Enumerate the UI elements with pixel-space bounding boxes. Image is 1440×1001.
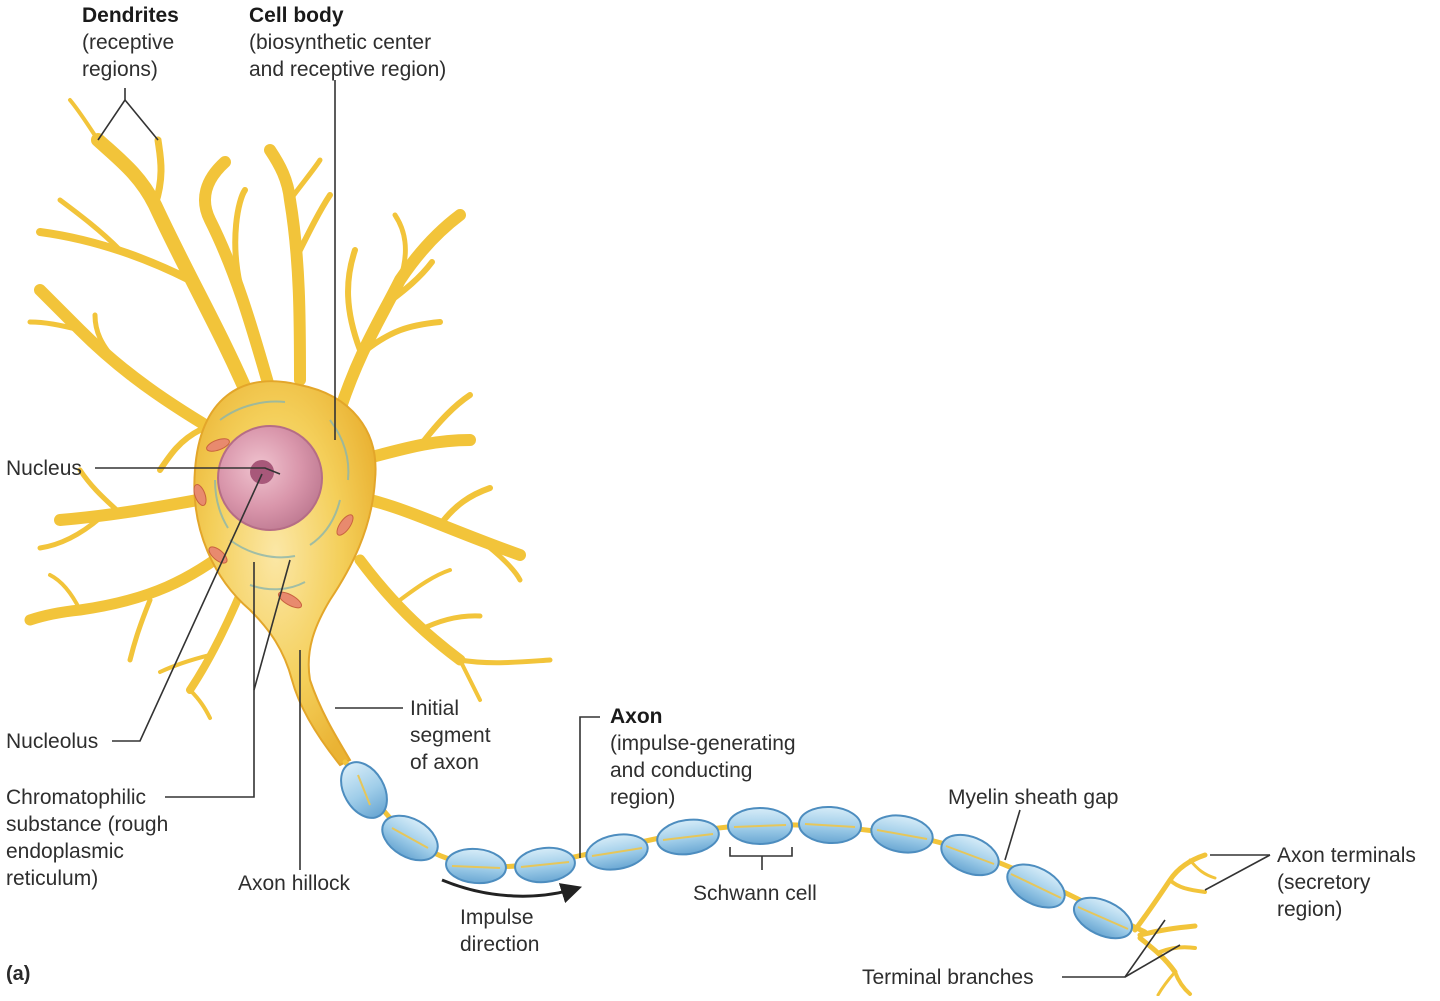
label-initial-segment: Initial segment of axon xyxy=(410,697,491,774)
schwann-cell xyxy=(1006,863,1066,909)
label-dendrites: Dendrites (receptive regions) xyxy=(82,4,179,81)
label-axon-hillock: Axon hillock xyxy=(238,872,351,895)
impulse-arrow xyxy=(441,878,583,904)
rough-er xyxy=(214,400,350,591)
schwann-cell xyxy=(656,818,720,856)
label-impulse-direction: Impulse direction xyxy=(460,906,540,956)
leader-lines xyxy=(95,80,1271,978)
label-nucleolus: Nucleolus xyxy=(6,730,99,753)
nucleolus-shape xyxy=(250,460,274,484)
schwann-cell xyxy=(798,805,862,845)
label-nucleus: Nucleus xyxy=(6,457,82,480)
schwann-cell xyxy=(727,807,793,845)
label-terminal-branches: Terminal branches xyxy=(862,966,1034,989)
schwann-cell xyxy=(1073,896,1133,940)
dendrites xyxy=(24,98,553,720)
label-myelin-sheath-gap: Myelin sheath gap xyxy=(948,786,1119,809)
schwann-cell xyxy=(514,846,576,884)
label-schwann-cell: Schwann cell xyxy=(693,882,817,905)
label-axon-terminals: Axon terminals (secretory region) xyxy=(1277,844,1416,921)
label-cell-body: Cell body (biosynthetic center and recep… xyxy=(249,4,447,81)
label-axon: Axon (impulse-generating and conducting … xyxy=(610,705,796,809)
schwann-cell xyxy=(340,761,388,819)
myelin-sheath xyxy=(340,761,1133,940)
schwann-cell xyxy=(585,833,649,871)
schwann-cell xyxy=(445,847,507,885)
schwann-cell xyxy=(381,814,439,862)
panel-label: (a) xyxy=(6,963,31,985)
schwann-cell xyxy=(870,814,934,854)
label-chromatophilic-substance: Chromatophilic substance (rough endoplas… xyxy=(6,786,169,890)
schwann-cell xyxy=(940,833,1000,877)
axon-terminals xyxy=(1132,852,1217,997)
